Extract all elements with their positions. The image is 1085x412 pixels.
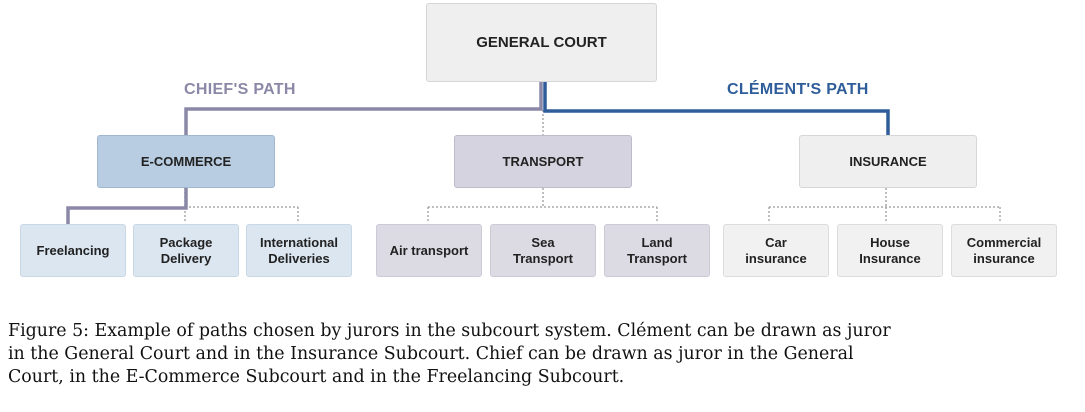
package-delivery-node: Package Delivery [133, 224, 239, 277]
e-commerce-node: E-COMMERCE [97, 135, 275, 188]
caption-line: in the General Court and in the Insuranc… [8, 344, 854, 364]
caption-line: Figure 5: Example of paths chosen by jur… [8, 321, 891, 341]
car-insurance-node: Car insurance [723, 224, 829, 277]
chief-path-line [66, 188, 188, 224]
subcourt-diagram: GENERAL COURT CHIEF'S PATH CLÉMENT'S PAT… [20, 3, 1057, 277]
transport-node: TRANSPORT [454, 135, 632, 188]
chief-path-line [184, 82, 543, 135]
clement-path-line [543, 82, 890, 135]
land-transport-node: Land Transport [604, 224, 710, 277]
freelancing-node: Freelancing [20, 224, 126, 277]
air-transport-node: Air transport [376, 224, 482, 277]
international-deliveries-node: International Deliveries [246, 224, 352, 277]
insurance-node: INSURANCE [799, 135, 977, 188]
clement-path-label: CLÉMENT'S PATH [727, 81, 869, 98]
commercial-insurance-node: Commercial insurance [951, 224, 1057, 277]
caption-line: Court, in the E-Commerce Subcourt and in… [8, 367, 625, 387]
chief-path-label: CHIEF'S PATH [184, 81, 296, 98]
sea-transport-node: Sea Transport [490, 224, 596, 277]
general-court-node: GENERAL COURT [426, 3, 657, 82]
figure-caption: Figure 5: Example of paths chosen by jur… [8, 320, 1080, 389]
connector-lines [66, 82, 1001, 224]
house-insurance-node: House Insurance [837, 224, 943, 277]
